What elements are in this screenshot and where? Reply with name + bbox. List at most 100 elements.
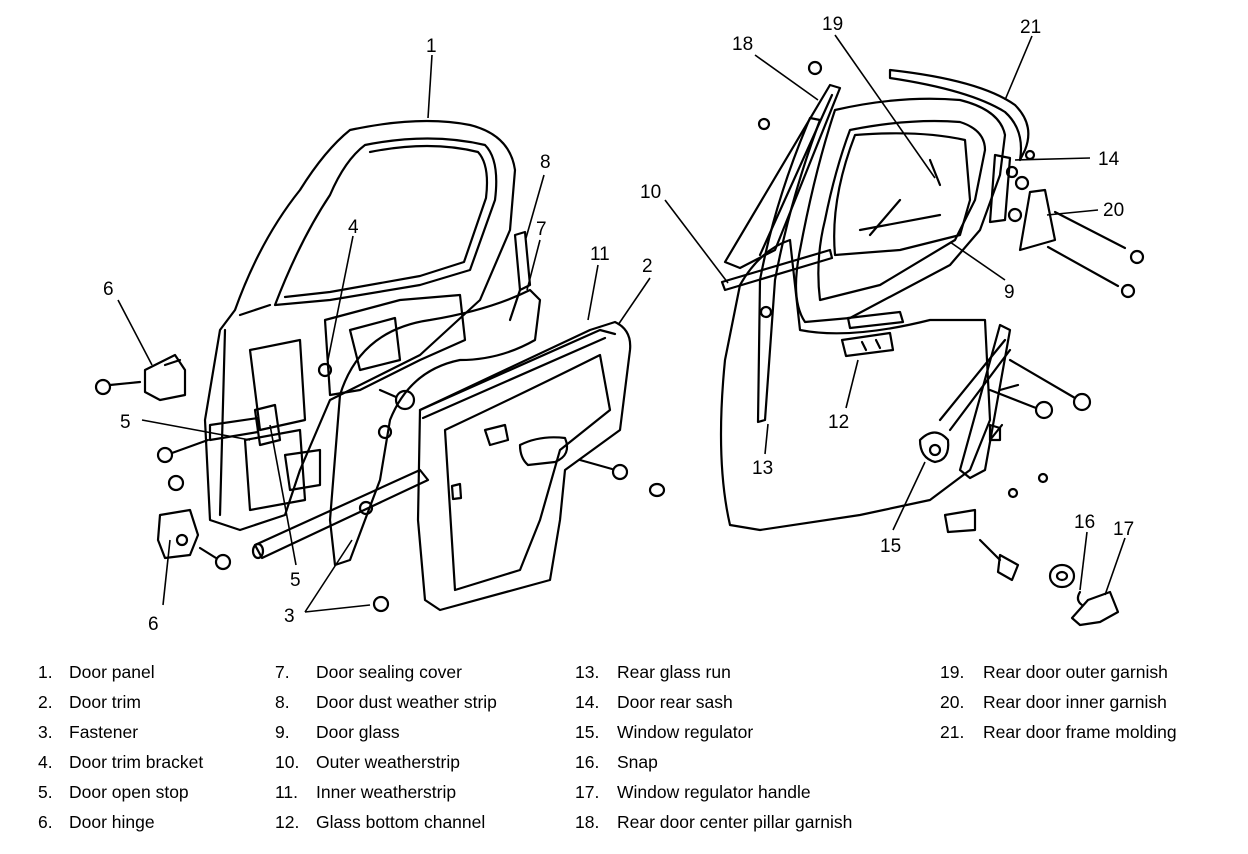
callout-2: 2	[642, 256, 653, 277]
legend-number: 21.	[940, 722, 965, 742]
callout-19: 19	[822, 14, 843, 35]
door-glass-drawing	[833, 132, 972, 257]
legend-number: 6.	[38, 812, 53, 832]
door-rear-sash-drawing	[988, 149, 1036, 224]
rear-door-body-drawing	[719, 97, 1007, 532]
legend-number: 13.	[575, 662, 600, 682]
legend-label: Outer weatherstrip	[316, 752, 460, 772]
lower-weatherstrip-drawing	[251, 468, 430, 560]
legend-number: 19.	[940, 662, 965, 682]
legend-item-6: 6. Door hinge	[38, 812, 155, 832]
door-dust-weather-strip-drawing	[508, 230, 532, 322]
legend-number: 17.	[575, 782, 600, 802]
legend-label: Door trim	[69, 692, 141, 712]
legend-item-2: 2. Door trim	[38, 692, 141, 712]
legend-number: 1.	[38, 662, 53, 682]
legend-number: 9.	[275, 722, 290, 742]
legend-number: 12.	[275, 812, 300, 832]
legend-item-13: 13. Rear glass run	[575, 662, 731, 682]
legend-label: Door open stop	[69, 782, 189, 802]
legend-item-16: 16. Snap	[575, 752, 658, 772]
legend-item-21: 21. Rear door frame molding	[940, 722, 1177, 742]
callout-4: 4	[348, 217, 359, 238]
callout-15: 15	[880, 536, 901, 557]
legend-item-19: 19. Rear door outer garnish	[940, 662, 1168, 682]
callout-10: 10	[640, 182, 661, 203]
callout-9: 9	[1004, 282, 1015, 303]
upper-hinge-drawing	[94, 353, 187, 402]
legend-item-8: 8. Door dust weather strip	[275, 692, 497, 712]
legend-label: Rear door outer garnish	[983, 662, 1168, 682]
window-regulator-drawing	[918, 323, 1092, 582]
callout-17: 17	[1113, 519, 1134, 540]
callout-8: 8	[540, 152, 551, 173]
exploded-door-diagram: 1 2 3 4 5 5 6 6 7 8 9 10 11 12 13 14 15 …	[94, 14, 1145, 635]
legend-item-7: 7. Door sealing cover	[275, 662, 462, 682]
legend-label: Door glass	[316, 722, 400, 742]
legend-number: 16.	[575, 752, 600, 772]
legend-number: 7.	[275, 662, 290, 682]
legend-label: Door panel	[69, 662, 155, 682]
legend-number: 10.	[275, 752, 300, 772]
legend-label: Fastener	[69, 722, 139, 742]
callout-14: 14	[1098, 149, 1120, 170]
callout-18: 18	[732, 34, 753, 55]
callout-7: 7	[536, 219, 547, 240]
left-fasteners-drawing	[317, 362, 666, 613]
legend-label: Door dust weather strip	[316, 692, 497, 712]
callout-13: 13	[752, 458, 773, 479]
outer-weatherstrip-drawing	[720, 248, 834, 319]
callout-labels: 1 2 3 4 5 5 6 6 7 8 9 10 11 12 13 14 15 …	[103, 14, 1134, 635]
callout-20: 20	[1103, 200, 1124, 221]
legend-item-1: 1. Door panel	[38, 662, 155, 682]
legend-item-12: 12. Glass bottom channel	[275, 812, 485, 832]
glass-bottom-channel-drawing	[840, 310, 905, 358]
legend-label: Rear glass run	[617, 662, 731, 682]
legend-item-15: 15. Window regulator	[575, 722, 753, 742]
legend-number: 11.	[275, 782, 299, 802]
regulator-snap-drawing	[1076, 590, 1084, 607]
legend-number: 14.	[575, 692, 600, 712]
window-regulator-handle-drawing	[1048, 563, 1120, 627]
legend-number: 8.	[275, 692, 290, 712]
legend-label: Glass bottom channel	[316, 812, 486, 832]
legend-item-14: 14. Door rear sash	[575, 692, 733, 712]
callout-6-upper: 6	[103, 279, 114, 300]
legend-label: Snap	[617, 752, 658, 772]
legend-item-20: 20. Rear door inner garnish	[940, 692, 1167, 712]
legend-item-5: 5. Door open stop	[38, 782, 189, 802]
legend-item-4: 4. Door trim bracket	[38, 752, 203, 772]
callout-3: 3	[284, 606, 295, 627]
leader-lines	[117, 34, 1126, 613]
rear-glass-run-drawing	[756, 116, 822, 424]
legend-number: 15.	[575, 722, 600, 742]
legend-number: 18.	[575, 812, 600, 832]
legend-label: Inner weatherstrip	[316, 782, 457, 802]
rear-door-inner-garnish-drawing	[1018, 188, 1145, 299]
legend-number: 4.	[38, 752, 53, 772]
legend-item-3: 3. Fastener	[38, 722, 138, 742]
legend-label: Window regulator handle	[617, 782, 811, 802]
door-open-stop-drawing	[156, 403, 282, 492]
callout-6-lower: 6	[148, 614, 159, 635]
legend-number: 2.	[38, 692, 53, 712]
door-sealing-cover-drawing	[328, 288, 542, 567]
legend-number: 20.	[940, 692, 965, 712]
legend-number: 5.	[38, 782, 53, 802]
legend-item-18: 18. Rear door center pillar garnish	[575, 812, 852, 832]
legend-label: Rear door inner garnish	[983, 692, 1167, 712]
lower-hinge-drawing	[156, 508, 232, 571]
callout-5-upper: 5	[120, 412, 131, 433]
rear-door-frame-molding-drawing	[807, 60, 1030, 162]
legend-item-11: 11. Inner weatherstrip	[275, 782, 456, 802]
legend-item-17: 17. Window regulator handle	[575, 782, 811, 802]
legend-label: Rear door frame molding	[983, 722, 1177, 742]
legend-item-9: 9. Door glass	[275, 722, 400, 742]
legend-label: Door trim bracket	[69, 752, 204, 772]
legend-label: Rear door center pillar garnish	[617, 812, 853, 832]
callout-11: 11	[590, 244, 610, 265]
legend-label: Window regulator	[617, 722, 754, 742]
callout-1: 1	[426, 36, 437, 57]
callout-16: 16	[1074, 512, 1095, 533]
callout-5-lower: 5	[290, 570, 301, 591]
